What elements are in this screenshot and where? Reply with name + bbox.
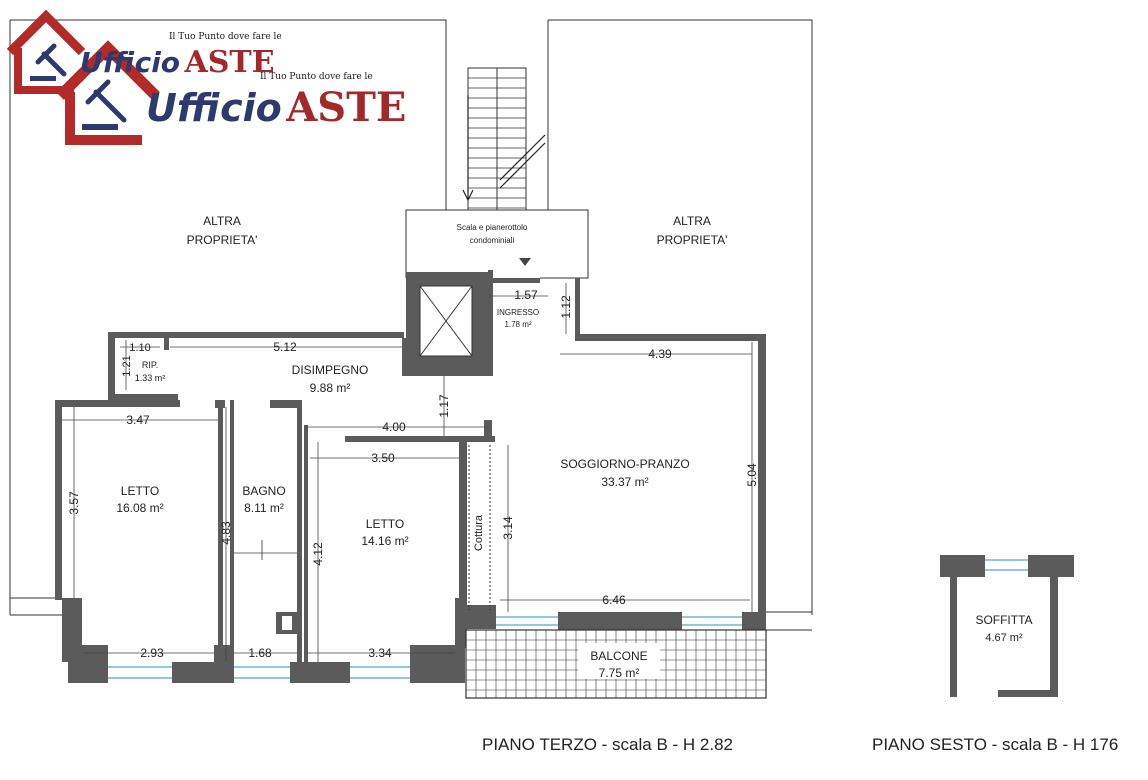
letto1-area: 16.08 m² — [116, 501, 163, 515]
altra-right-line2: PROPRIETA' — [657, 233, 728, 247]
dim-letto1-h: 3.57 — [67, 491, 81, 515]
balcone — [465, 629, 767, 699]
dim-bottom-letto1: 2.93 — [140, 646, 164, 660]
letto1-name: LETTO — [121, 484, 159, 498]
windows — [108, 616, 742, 679]
soggiorno-area: 33.37 m² — [601, 475, 648, 489]
ufficio-aste-logo: Il Tuo Punto dove fare le Ufficio ASTE I… — [4, 4, 444, 154]
dim-rip-w: 1.10 — [129, 342, 150, 354]
scala-line2: condominiali — [470, 236, 515, 245]
landing — [405, 209, 589, 279]
dim-ingresso-w: 1.57 — [514, 288, 538, 302]
dim-ingresso-h: 1.12 — [559, 295, 573, 319]
caption-piano-sesto: PIANO SESTO - scala B - H 176 — [872, 735, 1119, 754]
dimension-lines — [62, 283, 753, 662]
logo-brand-back: Ufficio ASTE — [80, 48, 275, 78]
dimension-labels: 1.57 1.12 1.10 1.21 5.12 4.00 1.17 4.39 … — [67, 288, 759, 660]
logo-brand-front: Ufficio ASTE — [146, 88, 406, 128]
soggiorno-name: SOGGIORNO-PRANZO — [560, 457, 689, 471]
balcone-name: BALCONE — [590, 649, 647, 663]
dim-soggiorno-top: 4.39 — [648, 347, 672, 361]
balcone-area: 7.75 m² — [599, 666, 640, 680]
disimpegno-name: DISIMPEGNO — [292, 363, 369, 377]
walls — [55, 270, 766, 683]
logo-tagline-back: Il Tuo Punto dove fare le — [169, 32, 282, 42]
soffitta-name: SOFFITTA — [975, 613, 1032, 627]
letto2-name: LETTO — [366, 517, 404, 531]
logo-brand-secondary-front: ASTE — [286, 84, 407, 131]
soffitta — [940, 555, 1074, 697]
house-logo-icon — [6, 9, 160, 145]
rip-name: RIP. — [142, 360, 158, 370]
dim-bottom-letto2: 3.34 — [368, 646, 392, 660]
disimpegno-area: 9.88 m² — [310, 381, 351, 395]
letto2-area: 14.16 m² — [361, 534, 408, 548]
altra-left-line1: ALTRA — [203, 214, 241, 228]
altra-left-line2: PROPRIETA' — [187, 233, 258, 247]
dim-letto1-w: 3.47 — [126, 413, 150, 427]
ingresso-name: INGRESSO — [497, 308, 539, 317]
logo-brand-primary-back: Ufficio — [80, 46, 181, 79]
dim-disimpegno-w: 5.12 — [273, 340, 297, 354]
ingresso-area: 1.78 m² — [504, 320, 531, 329]
logo-brand-secondary-back: ASTE — [184, 45, 275, 80]
caption-piano-terzo: PIANO TERZO - scala B - H 2.82 — [482, 735, 733, 754]
altra-right-line1: ALTRA — [673, 214, 711, 228]
dim-corridor-w: 4.00 — [382, 420, 406, 434]
dim-letto2-w: 3.50 — [371, 451, 395, 465]
room-labels: ALTRA PROPRIETA' ALTRA PROPRIETA' Scala … — [116, 214, 1032, 680]
logo-tagline-front: Il Tuo Punto dove fare le — [260, 72, 373, 82]
elevator — [406, 272, 488, 376]
dim-soggiorno-h: 5.04 — [745, 463, 759, 487]
dim-soggiorno-inner-h: 3.14 — [501, 516, 515, 540]
dim-corridor-h: 1.17 — [437, 394, 451, 418]
bagno-area: 8.11 m² — [244, 501, 284, 515]
dim-bagno-h: 4.83 — [219, 521, 233, 545]
soffitta-area: 4.67 m² — [985, 632, 1023, 644]
dim-soggiorno-bottom: 6.46 — [602, 593, 626, 607]
logo-brand-primary-front: Ufficio — [146, 86, 282, 130]
cottura-label: Cottura — [473, 514, 485, 551]
site-boundary — [9, 19, 813, 631]
staircase — [462, 67, 546, 211]
dim-bottom-bagno: 1.68 — [248, 646, 272, 660]
entry-arrow-icon — [519, 258, 531, 266]
scala-line1: Scala e pianerottolo — [457, 223, 528, 232]
cottura-counter — [468, 445, 491, 610]
rip-area: 1.33 m² — [135, 373, 166, 383]
dim-letto2-h: 4.12 — [311, 542, 325, 566]
dim-rip-h: 1.21 — [121, 355, 133, 376]
bagno-name: BAGNO — [242, 484, 285, 498]
